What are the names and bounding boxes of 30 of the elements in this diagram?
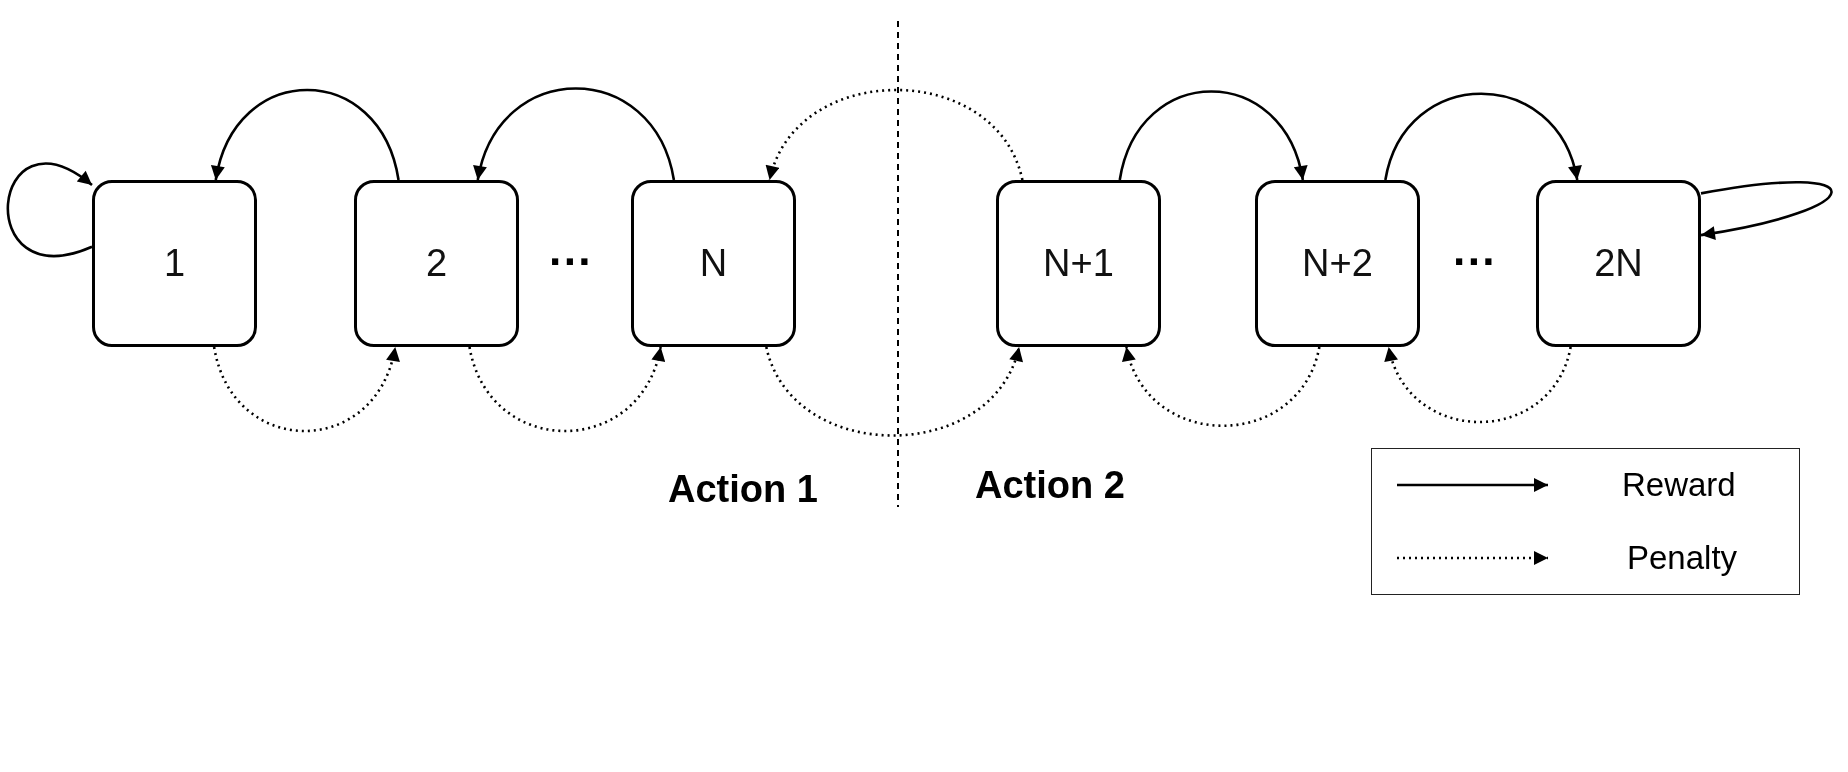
arrow — [6, 162, 93, 257]
state-box — [631, 180, 796, 347]
state-label: 2N — [1594, 242, 1643, 285]
ellipsis: ··· — [549, 237, 593, 287]
legend-label: Reward — [1622, 466, 1736, 504]
arrow — [1384, 92, 1581, 181]
ellipsis: ··· — [1453, 237, 1497, 287]
state-label: N — [699, 242, 728, 285]
dotted-arrow — [765, 346, 1021, 437]
arrow — [1118, 90, 1307, 181]
action-label: Action 2 — [975, 463, 1125, 507]
state-box — [354, 180, 519, 347]
arrow — [1700, 181, 1833, 240]
state-box — [996, 180, 1161, 347]
state-box — [92, 180, 257, 347]
state-label: 1 — [163, 242, 186, 285]
dotted-arrow — [212, 346, 399, 433]
dotted-arrow — [468, 346, 664, 433]
action-label: Action 1 — [668, 467, 818, 511]
state-box — [1536, 180, 1701, 347]
dotted-arrow — [1123, 346, 1321, 427]
state-label: 2 — [425, 242, 448, 285]
state-label: N+1 — [1043, 242, 1114, 285]
dotted-arrow — [767, 88, 1024, 181]
state-box — [1255, 180, 1420, 347]
arrow — [212, 88, 400, 181]
legend-label: Penalty — [1627, 539, 1738, 577]
dotted-arrow — [1386, 346, 1572, 424]
state-label: N+2 — [1302, 242, 1373, 285]
arrow — [474, 87, 676, 181]
